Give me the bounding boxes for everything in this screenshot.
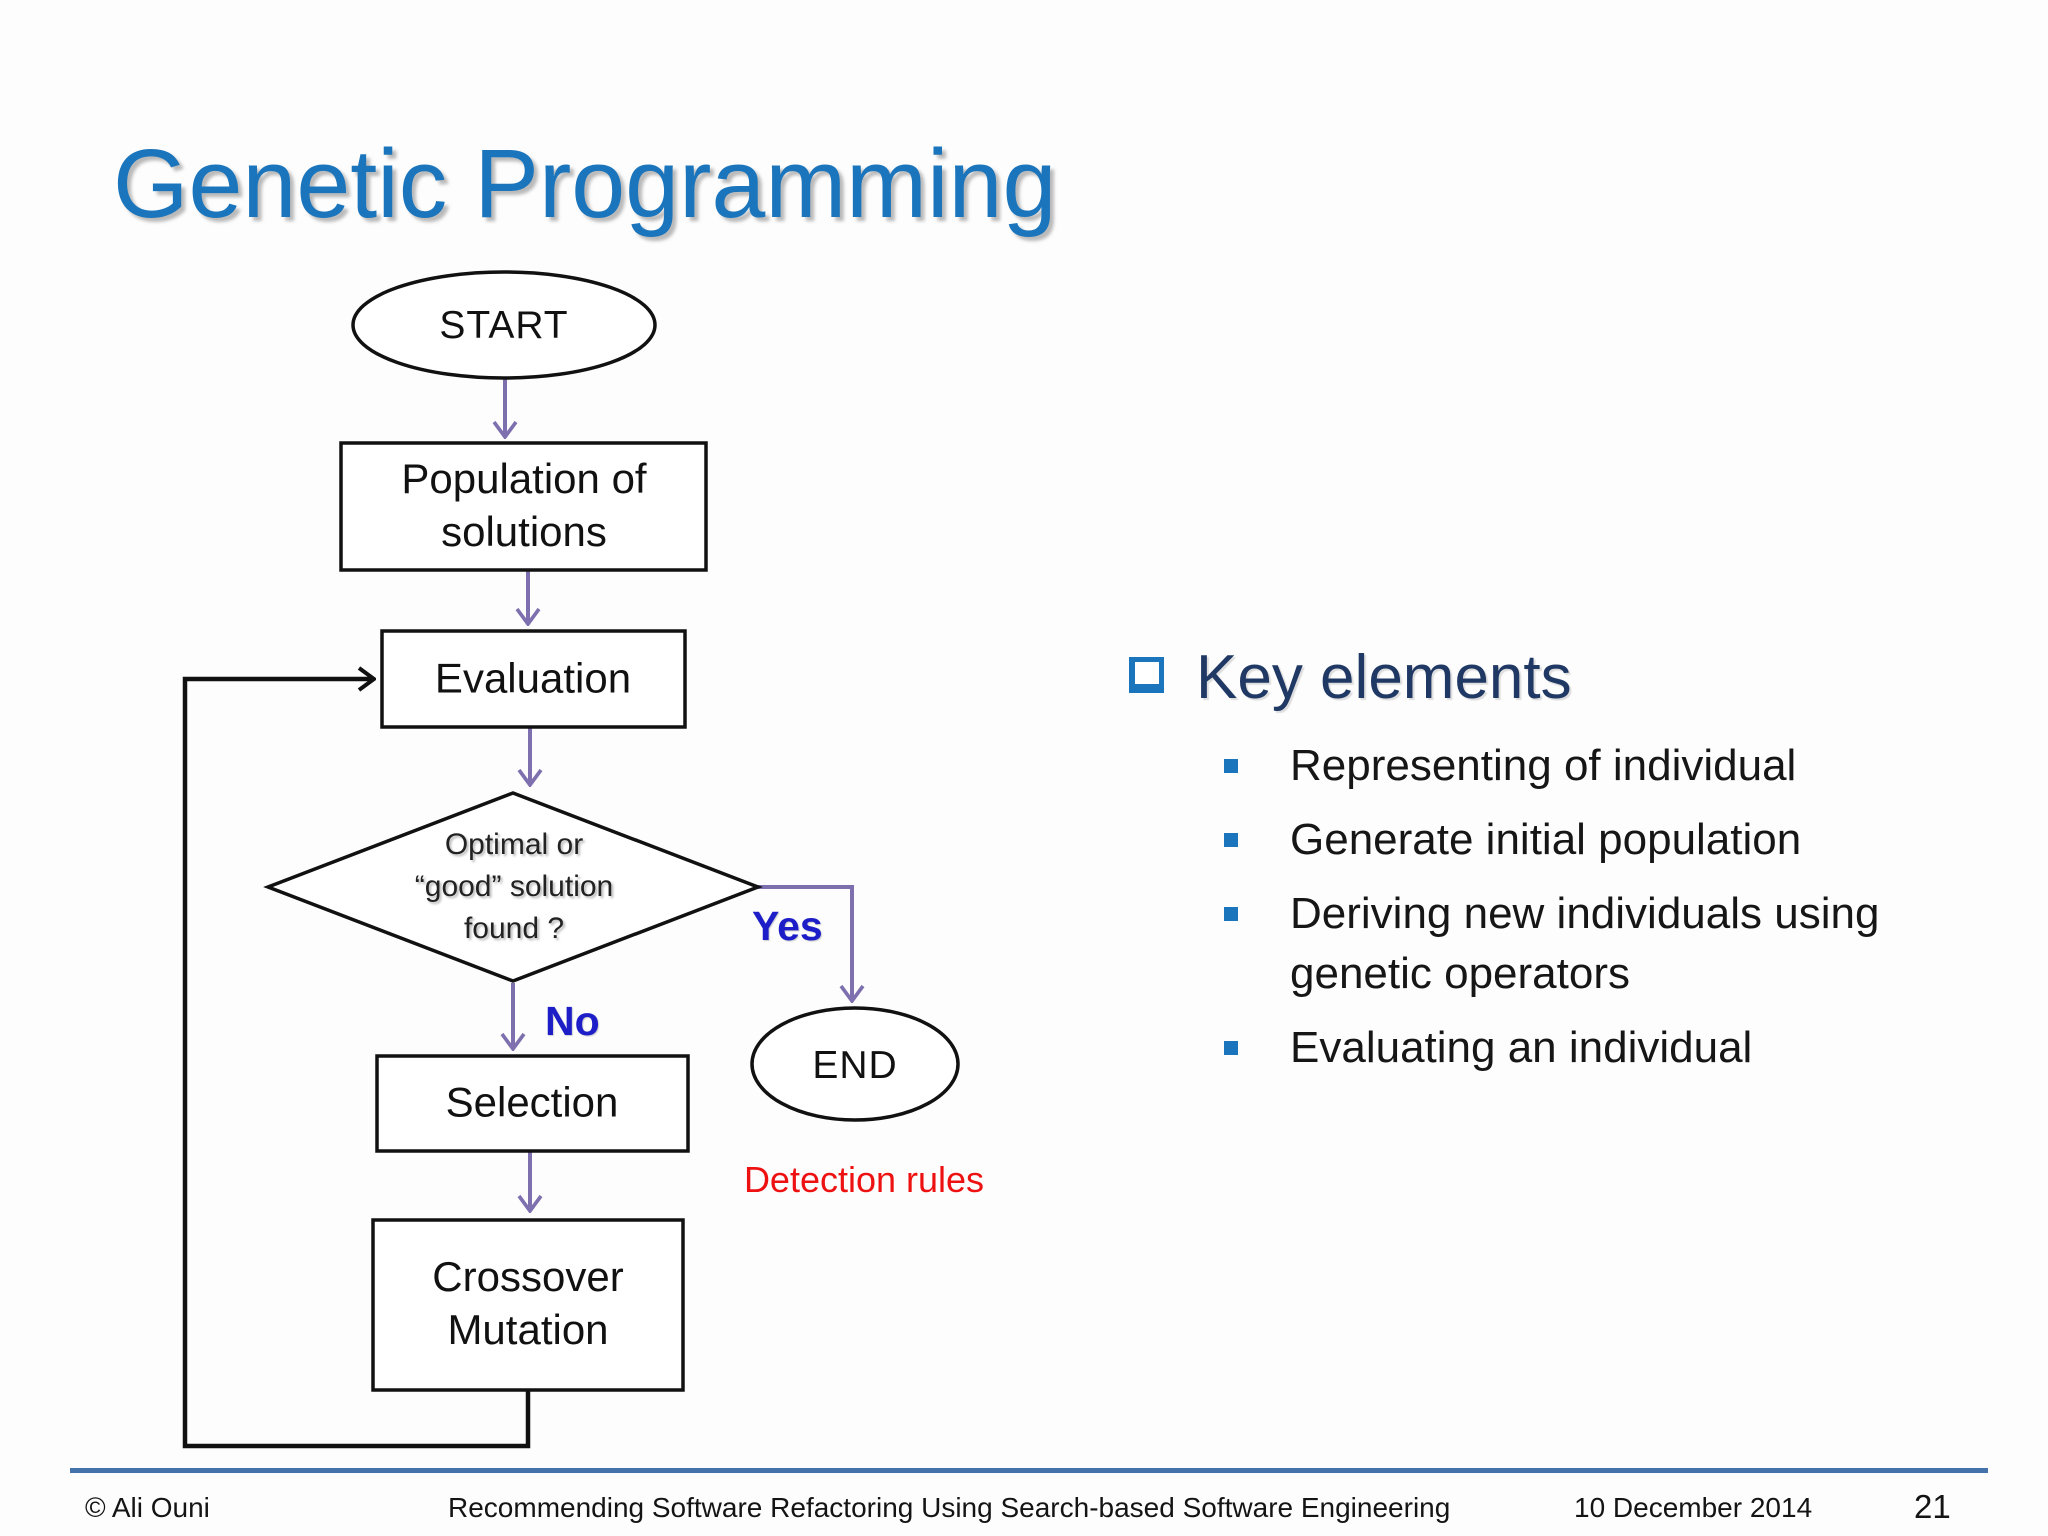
- list-item: Evaluating an individual: [1224, 1018, 2014, 1078]
- square-bullet-icon: [1224, 833, 1238, 847]
- list-item-text: Deriving new individuals using genetic o…: [1290, 889, 1880, 998]
- arrow-yes-to-end: [758, 885, 852, 1001]
- list-item: Representing of individual: [1224, 736, 2014, 796]
- no-branch-label: No: [545, 998, 600, 1044]
- checkbox-bullet-icon: [1129, 657, 1164, 693]
- footer-date: 10 December 2014: [1574, 1492, 1813, 1523]
- page-title: Genetic Programming: [113, 129, 1057, 238]
- decision-label: Optimal or “good” solution found ?: [414, 828, 614, 945]
- population-label: Population of solutions: [401, 455, 647, 555]
- evaluation-label: Evaluation: [434, 654, 632, 702]
- crossover-label: Crossover Mutation: [432, 1253, 624, 1353]
- footer-page-number: 21: [1914, 1488, 1951, 1525]
- start-ellipse: [351, 270, 657, 380]
- evaluation-box: [380, 629, 687, 729]
- list-item: Generate initial population: [1224, 810, 2014, 870]
- crossover-box: [371, 1218, 685, 1392]
- end-ellipse: [750, 1006, 960, 1122]
- end-label: END: [812, 1044, 898, 1087]
- population-box: [339, 441, 708, 572]
- key-elements-header: Key elements: [1196, 643, 1572, 712]
- list-item-text: Representing of individual: [1290, 741, 1797, 790]
- list-item-text: Generate initial population: [1290, 815, 1802, 864]
- selection-box: [375, 1054, 690, 1153]
- loop-back-arrow: [182, 679, 531, 1449]
- footer-divider-line: [70, 1468, 1988, 1473]
- square-bullet-icon: [1224, 1041, 1238, 1055]
- footer-title: Recommending Software Refactoring Using …: [448, 1492, 1451, 1523]
- square-bullet-icon: [1224, 907, 1238, 921]
- key-elements-list: Representing of individual Generate init…: [1224, 736, 2014, 1092]
- footer-copyright: © Ali Ouni: [85, 1492, 210, 1523]
- detection-rules-label: Detection rules: [743, 1159, 985, 1200]
- selection-label: Selection: [445, 1078, 619, 1126]
- yes-branch-label: Yes: [752, 903, 823, 949]
- list-item: Deriving new individuals using genetic o…: [1224, 884, 2014, 1004]
- decision-diamond: [263, 791, 763, 983]
- list-item-text: Evaluating an individual: [1290, 1023, 1753, 1072]
- start-label: START: [439, 304, 569, 347]
- square-bullet-icon: [1224, 759, 1238, 773]
